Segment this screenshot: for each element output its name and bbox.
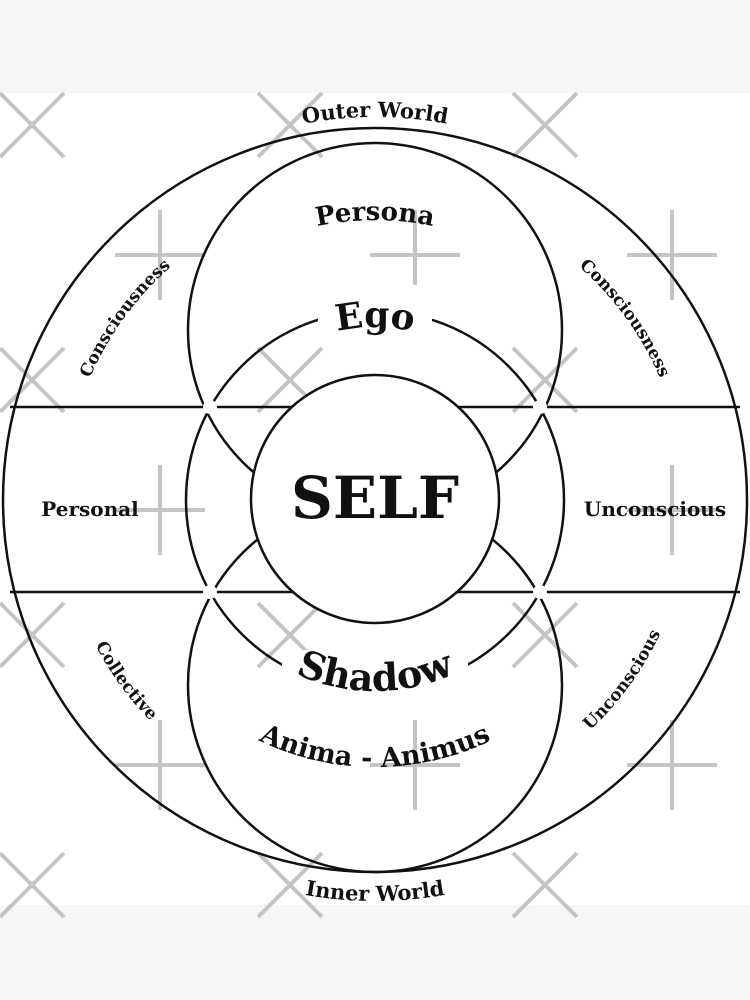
- svg-text:Outer World: Outer World: [300, 97, 451, 129]
- watermark-plus-mark: [370, 720, 460, 810]
- watermark-x-mark: [0, 601, 66, 669]
- watermark-plus-mark: [115, 465, 205, 555]
- self-circle: [249, 373, 501, 625]
- svg-text:Consciousness: Consciousness: [576, 255, 674, 380]
- ego-label: Ego: [332, 294, 418, 340]
- svg-text:Collective: Collective: [91, 638, 162, 725]
- watermark-x-mark: [511, 851, 579, 919]
- watermark-x-mark: [0, 346, 66, 414]
- watermark-plus-mark: [627, 465, 717, 555]
- personal-label: Personal: [41, 497, 139, 521]
- watermark-plus-mark: [627, 720, 717, 810]
- self-label: SELF: [291, 464, 459, 532]
- svg-text:Persona: Persona: [313, 197, 437, 233]
- watermark-plus-mark: [115, 720, 205, 810]
- intersection-gaps: [203, 285, 547, 700]
- svg-text:Ego: Ego: [332, 294, 418, 340]
- svg-text:Consciousness: Consciousness: [76, 255, 174, 380]
- watermark-x-mark: [256, 851, 324, 919]
- watermark-layer: [0, 91, 717, 919]
- watermark-plus-mark: [115, 210, 205, 300]
- watermark-x-mark: [511, 601, 579, 669]
- watermark-x-mark: [0, 851, 66, 919]
- svg-text:Unconscious: Unconscious: [579, 627, 665, 735]
- inner-world-label: Inner World: [304, 875, 446, 906]
- watermark-x-mark: [511, 346, 579, 414]
- svg-text:Inner World: Inner World: [304, 875, 446, 906]
- watermark-x-mark: [511, 91, 579, 159]
- watermark-plus-mark: [627, 210, 717, 300]
- persona-label: Persona: [313, 197, 437, 233]
- right-consciousness-label: Consciousness: [576, 255, 674, 380]
- collective-label: Collective: [91, 638, 162, 725]
- unconscious-middle-label: Unconscious: [584, 497, 726, 521]
- unconscious-lower-label: Unconscious: [579, 627, 665, 735]
- left-consciousness-label: Consciousness: [76, 255, 174, 380]
- watermark-x-mark: [0, 91, 66, 159]
- watermark-x-mark: [256, 91, 324, 159]
- outer-world-label: Outer World: [300, 97, 451, 129]
